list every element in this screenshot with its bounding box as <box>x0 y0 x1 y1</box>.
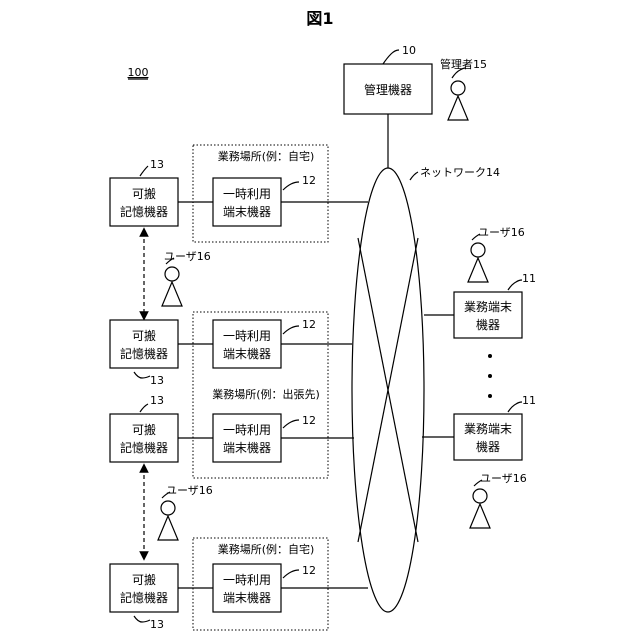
temp-terminal-4-ref: 12 <box>302 564 316 577</box>
temp-terminal-1-line1: 一時利用 <box>223 187 271 201</box>
storage-2-ref: 13 <box>150 374 164 387</box>
user-3-person-icon <box>468 243 488 282</box>
temp-terminal-2-ref: 12 <box>302 318 316 331</box>
storage-3-line2: 記憶機器 <box>120 440 168 455</box>
temp-terminal-3-leader <box>283 420 299 428</box>
user-4-person-icon <box>470 489 490 528</box>
ellipsis-dot-2 <box>488 374 492 378</box>
storage-3-leader <box>140 404 148 412</box>
workplace-home-2-label: 業務場所(例：自宅) <box>218 542 315 556</box>
ellipsis-dot-1 <box>488 354 492 358</box>
temp-terminal-4-line1: 一時利用 <box>223 573 271 587</box>
storage-1-ref: 13 <box>150 158 164 171</box>
network-label: ネットワーク14 <box>420 166 500 179</box>
temp-terminal-1-leader <box>283 182 299 190</box>
storage-2-leader <box>134 372 150 378</box>
user-2-person-icon <box>158 501 178 540</box>
storage-4-line1: 可搬 <box>132 572 156 587</box>
admin-label: 管理者15 <box>440 57 487 71</box>
temp-terminal-3-line2: 端末機器 <box>223 440 271 455</box>
temp-terminal-2-leader <box>283 326 299 334</box>
storage-4-ref: 13 <box>150 618 164 631</box>
workplace-trip-label: 業務場所(例：出張先) <box>212 387 320 401</box>
storage-4-line2: 記憶機器 <box>120 590 168 605</box>
business-terminal-1-ref: 11 <box>522 272 536 285</box>
user-1-person-icon <box>162 267 182 306</box>
storage-1-line2: 記憶機器 <box>120 204 168 219</box>
temp-terminal-1-line2: 端末機器 <box>223 204 271 219</box>
business-terminal-2-ref: 11 <box>522 394 536 407</box>
business-terminal-2-leader <box>508 402 522 412</box>
storage-1-leader <box>140 166 148 176</box>
temp-terminal-2-line2: 端末機器 <box>223 346 271 361</box>
system-ref: 100 <box>128 66 149 79</box>
temp-terminal-3-ref: 12 <box>302 414 316 427</box>
storage-2-line2: 記憶機器 <box>120 346 168 361</box>
user-3-label: ユーザ16 <box>478 226 525 239</box>
business-terminal-1-line1: 業務端末 <box>464 300 512 314</box>
storage-1-line1: 可搬 <box>132 186 156 201</box>
storage-3-ref: 13 <box>150 394 164 407</box>
user-4-label: ユーザ16 <box>480 472 527 485</box>
business-terminal-1-leader <box>508 280 522 290</box>
temp-terminal-3-line1: 一時利用 <box>223 423 271 437</box>
management-device-label: 管理機器 <box>364 82 412 97</box>
temp-terminal-2-line1: 一時利用 <box>223 329 271 343</box>
business-terminal-1-line2: 機器 <box>476 317 500 332</box>
ellipsis-dot-3 <box>488 394 492 398</box>
business-terminal-2-line1: 業務端末 <box>464 422 512 436</box>
temp-terminal-4-leader <box>283 570 299 578</box>
user-1-label: ユーザ16 <box>164 250 211 263</box>
storage-3-line1: 可搬 <box>132 422 156 437</box>
admin-person-icon <box>448 81 468 120</box>
management-ref: 10 <box>402 44 416 57</box>
figure-title: 図1 <box>306 9 333 28</box>
temp-terminal-1-ref: 12 <box>302 174 316 187</box>
storage-4-leader <box>134 616 150 622</box>
network-leader <box>410 172 418 180</box>
user-2-label: ユーザ16 <box>166 484 213 497</box>
workplace-home-1-label: 業務場所(例：自宅) <box>218 149 315 163</box>
management-ref-leader <box>383 50 399 64</box>
storage-2-line1: 可搬 <box>132 328 156 343</box>
temp-terminal-4-line2: 端末機器 <box>223 590 271 605</box>
business-terminal-2-line2: 機器 <box>476 439 500 454</box>
